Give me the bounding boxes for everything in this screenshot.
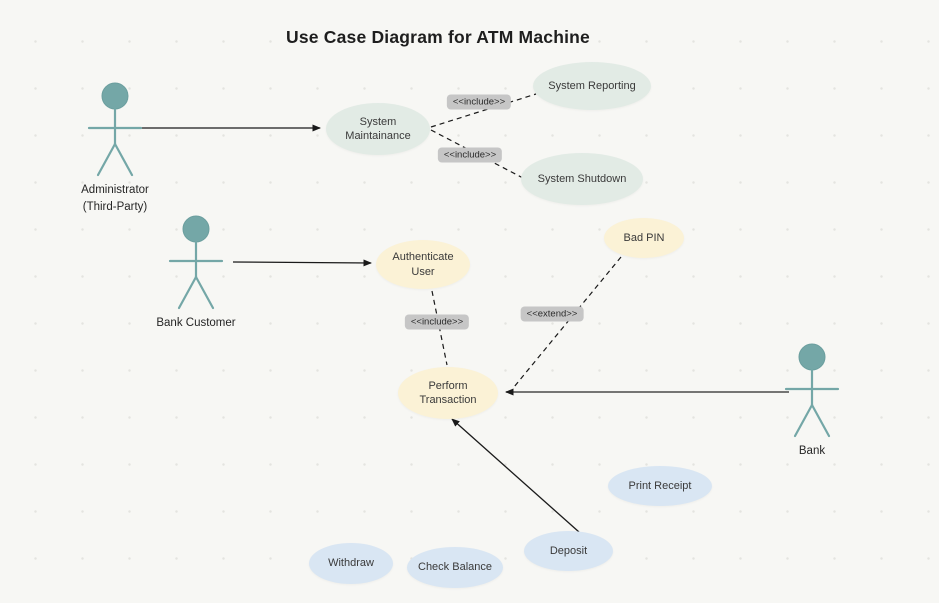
use-case-label: Bad PIN — [623, 231, 665, 244]
use-case-print-receipt[interactable]: Print Receipt — [608, 466, 712, 506]
diagram-title: Use Case Diagram for ATM Machine — [286, 27, 590, 47]
use-case-perform-transaction[interactable]: Perform Transaction — [398, 367, 498, 419]
use-case-label: Perform Transaction — [419, 379, 477, 406]
use-case-label: System Maintainance — [345, 115, 411, 142]
connector-bank-customer-to-authenticate-user[interactable] — [232, 259, 372, 267]
include-label-system-shutdown[interactable]: <<include>> — [437, 147, 503, 163]
use-case-deposit[interactable]: Deposit — [524, 531, 613, 571]
use-case-system-shutdown[interactable]: System Shutdown — [521, 153, 643, 205]
use-case-system-maintainance[interactable]: System Maintainance — [326, 103, 430, 155]
connector-deposit-to-perform-transaction[interactable] — [451, 418, 580, 533]
actor-label-bank-customer: Bank Customer — [156, 317, 236, 329]
use-case-withdraw[interactable]: Withdraw — [309, 543, 393, 584]
connector-extend-bad-pin[interactable] — [513, 256, 622, 388]
use-case-label: Authenticate User — [392, 251, 454, 278]
actor-label-bank: Bank — [798, 445, 826, 457]
person-icon — [168, 215, 224, 310]
include-label-system-reporting[interactable]: <<include>> — [446, 94, 512, 110]
use-case-label: Deposit — [549, 544, 588, 557]
actor-label-administrator: Administrator (Third-Party) — [81, 184, 149, 213]
use-case-system-reporting[interactable]: System Reporting — [533, 62, 651, 110]
person-icon — [87, 82, 143, 177]
use-case-label: Withdraw — [328, 557, 374, 570]
use-case-label: System Shutdown — [537, 172, 627, 185]
use-case-label: Print Receipt — [628, 479, 692, 492]
actor-administrator[interactable]: Administrator (Third-Party) — [75, 82, 155, 213]
use-case-authenticate-user[interactable]: Authenticate User — [376, 240, 470, 289]
use-case-label: Check Balance — [418, 561, 492, 574]
use-case-bad-pin[interactable]: Bad PIN — [604, 218, 684, 258]
include-label-authenticate-user[interactable]: <<include>> — [404, 314, 470, 330]
use-case-check-balance[interactable]: Check Balance — [407, 547, 503, 588]
actor-bank[interactable]: Bank — [772, 343, 852, 457]
extend-label-bad-pin[interactable]: <<extend>> — [520, 306, 584, 322]
actor-bank-customer[interactable]: Bank Customer — [156, 215, 236, 329]
person-icon — [784, 343, 840, 438]
use-case-label: System Reporting — [548, 79, 636, 92]
